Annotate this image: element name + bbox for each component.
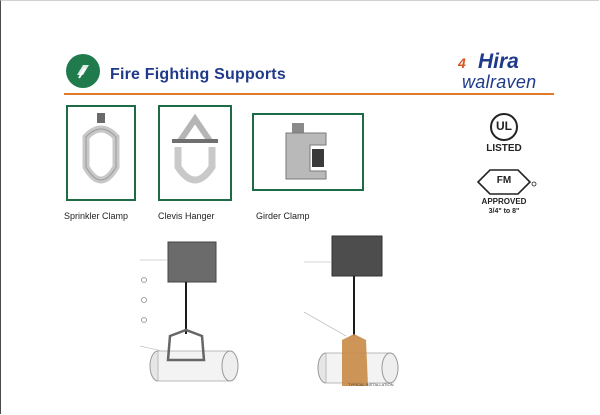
fm-approved-badge: FM APPROVED 3/4" to 8" [468, 168, 540, 220]
product-caption-girder: Girder Clamp [256, 211, 310, 221]
fm-size-range: 3/4" to 8" [488, 208, 520, 215]
girder-clamp-image [252, 113, 364, 191]
brand-logo: 4 Hira walraven [458, 50, 558, 92]
product-caption-sprinkler: Sprinkler Clamp [64, 211, 129, 221]
section-logo-icon [66, 54, 100, 88]
fm-mark: FM [496, 175, 512, 186]
typical-installation-caption: TYPICAL INSTALLATION [348, 382, 394, 387]
sprinkler-clamp-image [66, 105, 136, 201]
brand-mark-icon: 4 [458, 55, 466, 71]
clevis-hanger-image [158, 105, 232, 201]
ul-listed-label: LISTED [486, 143, 522, 154]
product-caption-clevis: Clevis Hanger [158, 211, 215, 221]
brand-name: Hira [478, 50, 519, 73]
installation-diagram-clevis [130, 236, 240, 396]
brand-subname: walraven [462, 72, 537, 92]
ul-mark: UL [496, 119, 512, 133]
header-divider [64, 93, 554, 95]
fm-approved-label: APPROVED [481, 197, 527, 206]
ul-listed-badge: UL LISTED [482, 112, 526, 160]
installation-diagram-sprinkler: TYPICAL INSTALLATION [296, 232, 406, 396]
page-title: Fire Fighting Supports [110, 66, 286, 83]
